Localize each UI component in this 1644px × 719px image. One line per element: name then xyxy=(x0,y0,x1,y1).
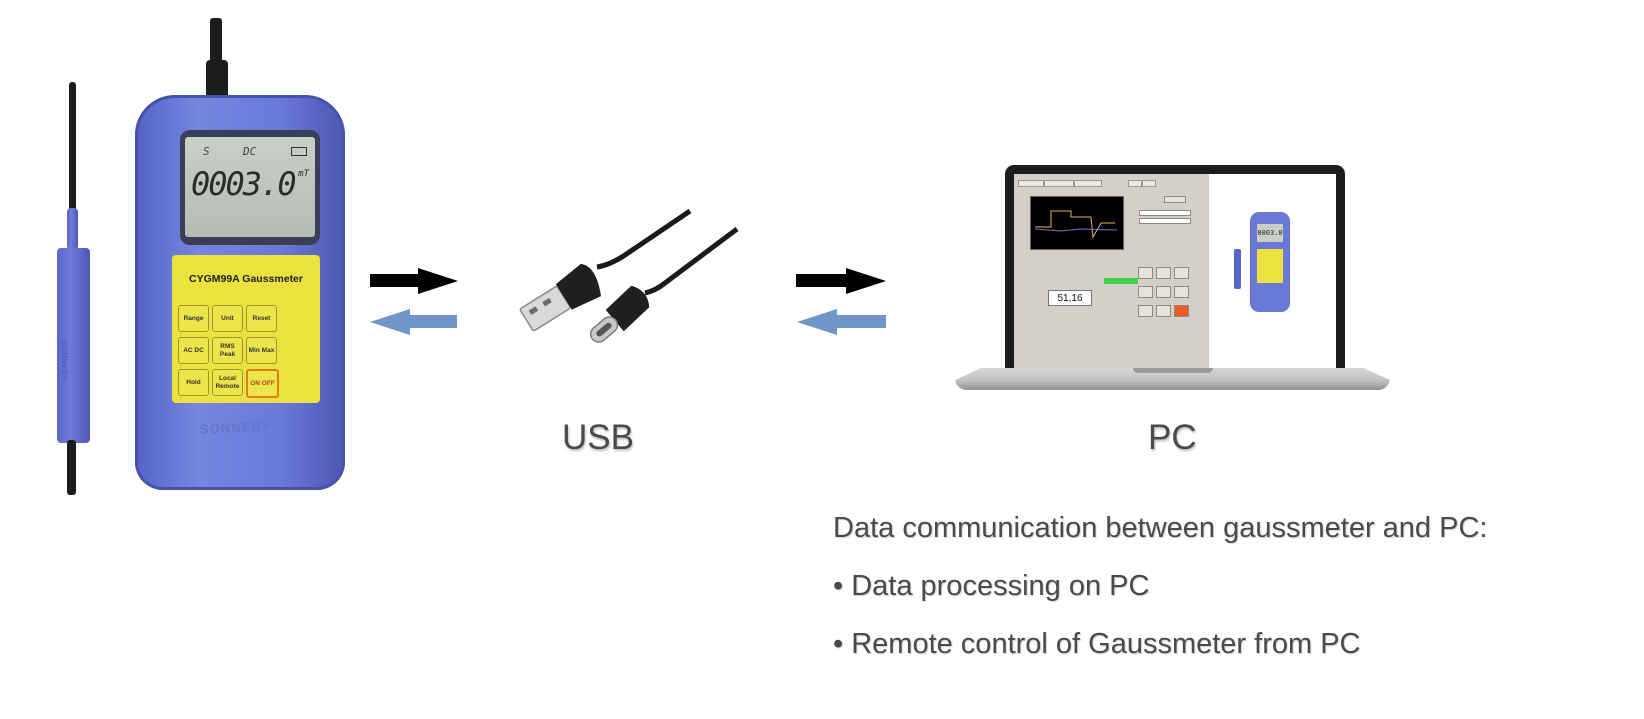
sw-button[interactable] xyxy=(1174,286,1189,298)
model-label: CYGM99A Gaussmeter xyxy=(189,273,303,285)
key-min-max[interactable]: Min Max xyxy=(246,337,277,364)
battery-icon xyxy=(291,147,307,156)
probe-handle xyxy=(57,248,90,443)
key-ac-dc[interactable]: AC DC xyxy=(178,337,209,364)
arrow-from-pc-shaft xyxy=(836,315,886,328)
sw-tab xyxy=(1074,180,1102,187)
probe-cable-bottom xyxy=(67,440,76,495)
caption-bullet-2: • Remote control of Gaussmeter from PC xyxy=(833,628,1361,660)
arrow-to-pc-shaft xyxy=(796,274,848,287)
sw-level-bar xyxy=(1104,278,1138,284)
usb-cable-icon xyxy=(519,208,739,343)
probe-brand-text: SONNEDY xyxy=(60,340,67,382)
lcd-indicator-dc: DC xyxy=(243,145,257,158)
mini-meter-keypad xyxy=(1257,249,1283,283)
lcd-display: S DC 0003.0 mT xyxy=(185,137,315,237)
sw-tab xyxy=(1044,180,1074,187)
key-range[interactable]: Range xyxy=(178,305,209,332)
laptop-base xyxy=(955,368,1390,390)
laptop-screen: 51,16 0003.0 xyxy=(1014,174,1336,371)
mini-probe xyxy=(1234,249,1241,289)
arrow-left-icon xyxy=(370,309,410,335)
sw-tab xyxy=(1142,180,1156,187)
sw-button[interactable] xyxy=(1156,286,1171,298)
key-hold[interactable]: Hold xyxy=(178,369,209,396)
arrow-right-icon xyxy=(418,268,458,294)
pc-label: PC xyxy=(1148,418,1197,457)
probe-cable-top xyxy=(69,82,76,212)
key-local-remote[interactable]: Local Remote xyxy=(212,369,243,396)
sw-graph xyxy=(1030,196,1124,250)
sw-power-button[interactable] xyxy=(1174,305,1189,317)
probe-tip xyxy=(67,208,78,250)
sw-tab xyxy=(1018,180,1044,187)
arrow-right-icon xyxy=(846,268,886,294)
usb-label: USB xyxy=(562,418,634,457)
lcd-indicator-s: S xyxy=(203,145,210,158)
sw-button[interactable] xyxy=(1138,267,1153,279)
sw-tab xyxy=(1128,180,1142,187)
mini-meter-lcd: 0003.0 xyxy=(1257,224,1283,242)
key-power[interactable]: ON OFF xyxy=(246,369,279,398)
sw-input[interactable] xyxy=(1139,210,1191,216)
lcd-reading: 0003.0 xyxy=(191,165,297,203)
gaussmeter-device: SONNEDY S DC 0003.0 mT CYGM99A Gaussmete… xyxy=(40,10,350,500)
sw-button[interactable] xyxy=(1138,305,1153,317)
sw-button[interactable] xyxy=(1156,267,1171,279)
arrow-from-usb-shaft xyxy=(410,315,457,328)
software-window: 51,16 xyxy=(1014,174,1209,371)
meter-cable xyxy=(210,18,222,68)
sw-button[interactable] xyxy=(1174,267,1189,279)
sw-button[interactable] xyxy=(1156,305,1171,317)
caption-bullet-1: • Data processing on PC xyxy=(833,570,1150,602)
sw-readout: 51,16 xyxy=(1048,290,1092,306)
lcd-unit: mT xyxy=(298,169,309,179)
meter-cable-plug xyxy=(206,60,228,100)
keypad: CYGM99A Gaussmeter Range Unit Reset AC D… xyxy=(172,255,320,403)
sw-button[interactable] xyxy=(1138,286,1153,298)
sw-input[interactable] xyxy=(1139,218,1191,224)
laptop-notch xyxy=(1133,368,1213,373)
key-unit[interactable]: Unit xyxy=(212,305,243,332)
key-rms-peak[interactable]: RMS Peak xyxy=(212,337,243,364)
caption-heading: Data communication between gaussmeter an… xyxy=(833,512,1488,544)
laptop: 51,16 0003.0 xyxy=(955,165,1390,395)
sw-button[interactable] xyxy=(1164,196,1186,203)
key-reset[interactable]: Reset xyxy=(246,305,277,332)
arrow-to-usb-shaft xyxy=(370,274,420,287)
arrow-left-icon xyxy=(797,309,837,335)
